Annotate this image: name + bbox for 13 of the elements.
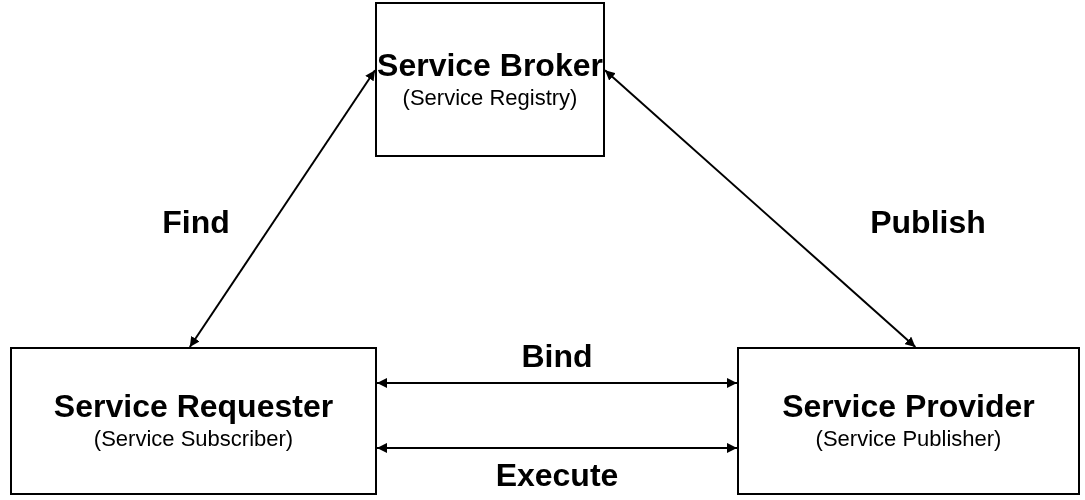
box-subtitle: (Service Subscriber): [93, 425, 294, 454]
double-arrow: [376, 442, 738, 453]
box-title: Service Broker: [377, 46, 603, 84]
box-subtitle: (Service Registry): [402, 83, 578, 112]
box-subtitle: (Service Publisher): [815, 425, 1002, 454]
double-arrow: [188, 69, 376, 348]
double-arrow: [604, 69, 917, 348]
service-box: [375, 2, 605, 157]
box-title: Service Provider: [782, 388, 1035, 426]
box-title: Service Requester: [53, 388, 334, 426]
double-arrow: [376, 377, 738, 388]
service-box: [10, 347, 377, 495]
service-box: [737, 347, 1080, 495]
